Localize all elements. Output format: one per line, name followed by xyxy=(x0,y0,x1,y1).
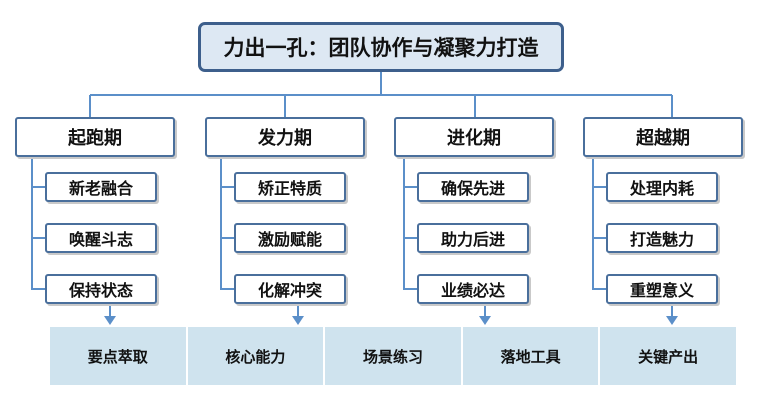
phase-1-item-2: 唤醒斗志 xyxy=(45,223,157,253)
phase-3-item-1: 确保先进 xyxy=(417,172,529,202)
arrow-head-3 xyxy=(479,316,491,325)
arrow-head-1 xyxy=(104,316,116,325)
arrow-head-2 xyxy=(292,316,304,325)
branch-phase-3 xyxy=(403,157,417,290)
output-cell-4: 落地工具 xyxy=(463,327,601,385)
phase-2-header: 发力期 xyxy=(205,117,365,157)
output-cell-2: 核心能力 xyxy=(188,327,326,385)
output-cell-1: 要点萃取 xyxy=(50,327,188,385)
branch-phase-1 xyxy=(31,157,45,290)
phase-1-header: 起跑期 xyxy=(15,117,175,157)
phase-3-item-3: 业绩必达 xyxy=(417,274,529,304)
phase-3-item-2: 助力后进 xyxy=(417,223,529,253)
output-cell-3: 场景练习 xyxy=(325,327,463,385)
phase-1-item-1: 新老融合 xyxy=(45,172,157,202)
phase-4-item-3: 重塑意义 xyxy=(606,274,718,304)
phase-2-item-2: 激励赋能 xyxy=(234,223,346,253)
output-cell-5: 关键产出 xyxy=(638,347,699,366)
phase-4-item-2: 打造魅力 xyxy=(606,223,718,253)
phase-4-item-1: 处理内耗 xyxy=(606,172,718,202)
phase-1-item-3: 保持状态 xyxy=(45,274,157,304)
output-band: 要点萃取 核心能力 场景练习 落地工具 关键产出 xyxy=(50,327,736,385)
phase-4-header: 超越期 xyxy=(583,117,743,157)
phase-2-item-1: 矫正特质 xyxy=(234,172,346,202)
arrow-head-4 xyxy=(666,316,678,325)
diagram-title: 力出一孔：团队协作与凝聚力打造 xyxy=(198,22,564,72)
branch-phase-2 xyxy=(220,157,234,290)
phase-3-header: 进化期 xyxy=(394,117,554,157)
branch-phase-4 xyxy=(592,157,606,290)
phase-2-item-3: 化解冲突 xyxy=(234,274,346,304)
